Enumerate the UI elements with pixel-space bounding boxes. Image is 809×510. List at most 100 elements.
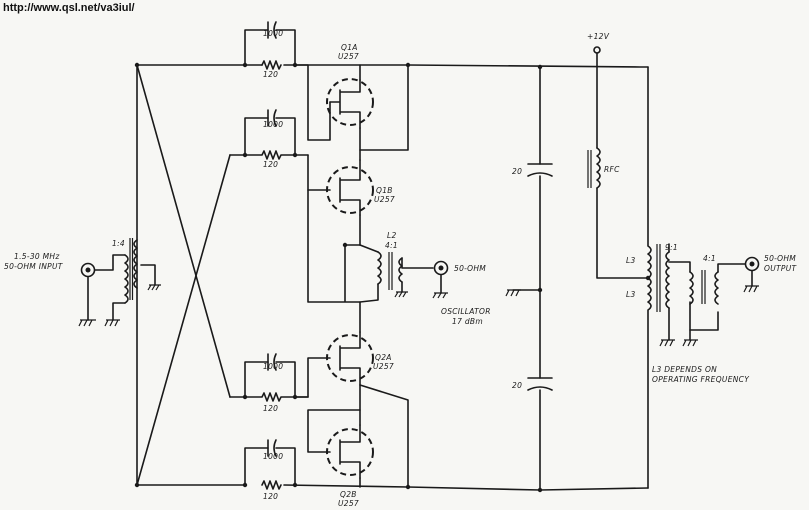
c20-bottom-label: 20	[512, 381, 523, 390]
input-link	[94, 254, 126, 321]
q2-drain-link	[307, 384, 409, 488]
note-line2: OPERATING FREQUENCY	[652, 375, 750, 384]
r-bottom-resistor	[261, 480, 282, 490]
c-upper-cap	[267, 109, 277, 127]
ground-l3	[659, 339, 675, 347]
q2b-envelope	[326, 428, 374, 476]
ground-mid	[505, 289, 521, 297]
ground-out	[743, 285, 759, 293]
t4-out-link	[717, 263, 746, 273]
t1-secondary-tap	[140, 264, 156, 286]
v12-label: +12V	[587, 32, 610, 41]
bottom-rail	[136, 484, 649, 491]
r-top-resistor	[261, 60, 282, 70]
q1a-internal	[329, 79, 361, 129]
l2-primary-coil	[377, 251, 382, 285]
l3-secondary	[665, 251, 670, 309]
q1a-gate-link	[294, 64, 331, 141]
v12-terminal	[593, 46, 601, 54]
osc-level-label: 17 dBm	[452, 317, 483, 326]
cross-wire-a	[136, 64, 231, 398]
ground-l2	[394, 291, 408, 298]
q2a-label: Q2A	[375, 353, 392, 362]
c-upper-label: 1000	[263, 120, 284, 129]
output-label: OUTPUT	[764, 264, 797, 273]
source-url: http://www.qsl.net/va3iul/	[3, 2, 135, 14]
q1b-internal	[339, 159, 361, 216]
ground-t1	[147, 284, 161, 291]
r-lower-resistor	[229, 392, 309, 402]
c-top-label: 1000	[263, 29, 284, 38]
c-lower-label: 1000	[263, 362, 284, 371]
ground-osc	[432, 292, 448, 299]
c20-top	[527, 163, 553, 177]
ground-in-b	[104, 319, 120, 327]
note-line1: L3 DEPENDS ON	[652, 365, 718, 374]
top-rail	[136, 64, 649, 68]
q2b-internal	[339, 424, 361, 479]
ground-in-a	[78, 319, 96, 327]
t4-primary-link	[668, 261, 719, 331]
l2-label: L2	[387, 231, 397, 240]
q1b-envelope	[326, 166, 374, 214]
q1a-label: Q1A	[341, 43, 358, 52]
l2-secondary-coil	[398, 257, 403, 283]
c-bottom-label: 1000	[263, 452, 284, 461]
rfc-coil	[596, 147, 601, 189]
l3-core	[656, 244, 661, 312]
r-bottom-label: 120	[263, 492, 279, 501]
rfc-to-l3	[596, 187, 649, 279]
l3-top-label: L3	[626, 256, 636, 265]
t4-primary	[689, 271, 694, 305]
rc-upper-box	[244, 117, 296, 156]
q1a-envelope	[326, 78, 374, 126]
ground-t4	[682, 339, 698, 347]
l3-primary	[647, 66, 652, 489]
c20-bottom	[527, 377, 553, 391]
t4-core	[701, 270, 706, 304]
center-bus	[307, 189, 361, 333]
q1b-gate	[307, 154, 331, 191]
q1b-type-label: U257	[374, 195, 396, 204]
q2b-label: Q2B	[340, 490, 357, 499]
q2a-internal	[339, 331, 361, 386]
q2a-envelope	[326, 334, 374, 382]
r-upper-resistor	[229, 150, 309, 160]
q1b-label: Q1B	[376, 186, 393, 195]
t1-secondary-coil	[133, 239, 138, 289]
output-ohm-label: 50-OHM	[764, 254, 797, 263]
rc-top-box	[244, 29, 296, 66]
input-label-ohm: 50-OHM INPUT	[4, 262, 63, 271]
t1-ratio-label: 1:4	[112, 239, 125, 248]
oscillator-label: OSCILLATOR	[441, 307, 491, 316]
q1a-type-label: U257	[338, 52, 360, 61]
r-upper-label: 120	[263, 160, 279, 169]
cross-wire-b	[136, 154, 231, 486]
t1-primary-coil	[124, 254, 129, 304]
l2-ratio-label: 4:1	[385, 241, 398, 250]
rfc-label: RFC	[604, 165, 620, 174]
q2a-type-label: U257	[373, 362, 395, 371]
input-connector-pin	[85, 267, 91, 273]
c-lower-cap	[267, 353, 277, 371]
l2-core	[388, 252, 393, 290]
rc-lower-box	[244, 361, 296, 398]
osc-ohm-label: 50-OHM	[454, 264, 487, 273]
l2-links	[359, 244, 434, 303]
rc-bottom-box	[244, 447, 296, 486]
t4-ratio-label: 4:1	[703, 254, 716, 263]
t4-secondary	[714, 271, 719, 305]
c-bottom-cap	[267, 439, 277, 457]
r-top-label: 120	[263, 70, 279, 79]
input-label-freq: 1.5-30 MHz	[14, 252, 60, 261]
c20-top-label: 20	[512, 167, 523, 176]
t1-core	[129, 238, 134, 300]
q2b-type-label: U257	[338, 499, 360, 508]
q1-drain-link	[359, 64, 409, 151]
rfc-core	[587, 150, 592, 188]
c-top-cap	[267, 21, 277, 39]
l3-bottom-label: L3	[626, 290, 636, 299]
q2a-gate-link	[294, 357, 331, 398]
